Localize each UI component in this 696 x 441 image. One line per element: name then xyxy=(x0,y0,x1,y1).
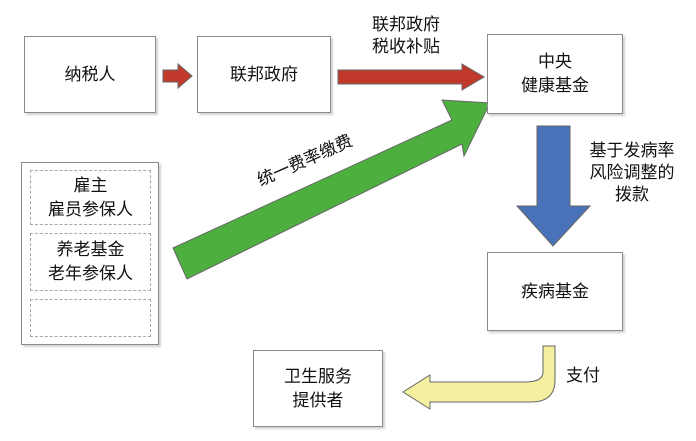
payment-arrow xyxy=(402,345,556,410)
federal-subsidy-arrow xyxy=(337,63,485,91)
payment-label: 支付 xyxy=(566,366,600,386)
provider-box: 卫生服务 提供者 xyxy=(253,350,383,427)
federal-subsidy-label-1: 联邦政府 xyxy=(372,15,440,35)
central-fund-box: 中央 健康基金 xyxy=(487,34,623,114)
contributor-group-empty xyxy=(30,299,151,337)
risk-adjusted-label-3: 拨款 xyxy=(615,185,649,205)
pension-label-1: 养老基金 xyxy=(56,240,125,260)
uniform-contribution-arrow xyxy=(172,99,491,280)
sickness-fund-label: 疾病基金 xyxy=(521,281,589,302)
central-fund-label-2: 健康基金 xyxy=(521,76,589,96)
federal-gov-box: 联邦政府 xyxy=(197,36,331,113)
contributors-box: 雇主 雇员参保人 养老基金 老年参保人 xyxy=(21,162,159,345)
provider-label-2: 提供者 xyxy=(292,390,344,411)
federal-gov-label: 联邦政府 xyxy=(230,64,298,85)
contributor-group-employer: 雇主 雇员参保人 xyxy=(30,170,151,225)
provider-label-1: 卫生服务 xyxy=(284,366,352,387)
risk-adjusted-label-1: 基于发病率 xyxy=(589,141,675,161)
taxpayer-box: 纳税人 xyxy=(24,36,156,113)
federal-subsidy-label: 联邦政府 税收补贴 xyxy=(351,14,461,58)
taxpayer-to-federal-arrow xyxy=(162,62,193,90)
employer-label-2: 雇员参保人 xyxy=(48,199,133,220)
taxpayer-label: 纳税人 xyxy=(64,64,116,85)
employer-label-1: 雇主 xyxy=(73,175,108,196)
risk-adjusted-label-2: 风险调整的 xyxy=(589,163,675,183)
contributor-group-pension: 养老基金 老年参保人 xyxy=(30,233,151,291)
risk-adjusted-label: 基于发病率 风险调整的 拨款 xyxy=(578,140,686,206)
federal-subsidy-label-2: 税收补贴 xyxy=(372,37,440,57)
risk-adjusted-arrow xyxy=(515,125,592,247)
central-fund-label-1: 中央 xyxy=(538,52,572,72)
sickness-fund-box: 疾病基金 xyxy=(487,252,623,331)
pension-label-2: 老年参保人 xyxy=(48,264,133,284)
